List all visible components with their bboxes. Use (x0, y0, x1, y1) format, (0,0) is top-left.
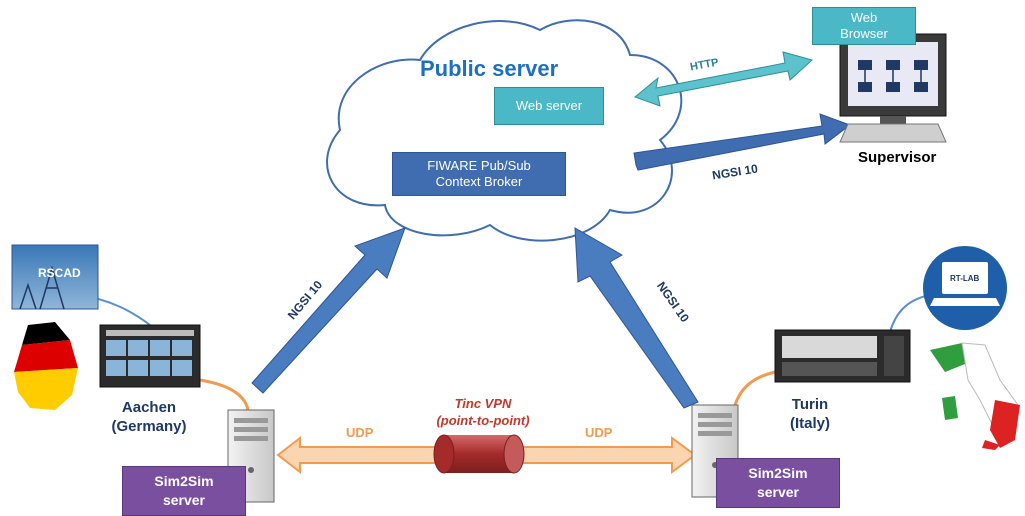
vpn-label-line2: (point-to-point) (436, 413, 530, 428)
italy-flag-map (930, 342, 1020, 450)
turin-label-line1: Turin (791, 396, 829, 413)
http-arrow (634, 51, 814, 107)
web-server-label: Web server (515, 98, 583, 113)
rtlab-laptop (923, 246, 1007, 330)
context-broker-line2: Context Broker (435, 174, 523, 189)
supervisor-computer (839, 33, 947, 143)
aachen-sim2sim-line1: Sim2Sim (154, 473, 214, 489)
ngsi-arrow-left (251, 227, 406, 394)
context-broker-line1: FIWARE Pub/Sub (427, 158, 531, 173)
aachen-label-line1: Aachen (121, 399, 177, 416)
turin-sim2sim-line2: server (756, 484, 800, 500)
germany-flag-map (14, 322, 78, 410)
udp-left-label: UDP (346, 425, 374, 440)
turin-sim2sim-line1: Sim2Sim (748, 465, 808, 481)
aachen-label: Aachen (Germany) (104, 398, 194, 436)
web-browser-box: Web Browser (812, 7, 916, 45)
rtlab-label: RT-LAB (950, 274, 980, 283)
turin-label-line2: (Italy) (789, 415, 830, 432)
turin-label: Turin (Italy) (770, 395, 850, 433)
opal-rt-rack (774, 329, 911, 383)
rtds-rack (99, 324, 201, 388)
web-browser-line2: Browser (840, 26, 888, 41)
supervisor-label: Supervisor (858, 149, 937, 166)
web-browser-line1: Web (850, 10, 878, 25)
udp-right-label: UDP (585, 425, 613, 440)
vpn-label-line1: Tinc VPN (454, 396, 512, 411)
turin-sim2sim-box: Sim2Sim server (716, 458, 840, 508)
web-server-box: Web server (494, 87, 604, 125)
ngsi-arrow-right (574, 227, 699, 409)
aachen-cable (199, 378, 250, 411)
aachen-sim2sim-line2: server (162, 492, 206, 508)
turin-cable (733, 370, 776, 406)
aachen-label-line2: (Germany) (111, 418, 187, 435)
public-server-title: Public server (420, 56, 559, 81)
rscad-image (11, 244, 99, 310)
rscad-label: RSCAD (38, 266, 81, 280)
vpn-tunnel (433, 434, 525, 474)
context-broker-box: FIWARE Pub/Sub Context Broker (392, 152, 566, 196)
aachen-sim2sim-box: Sim2Sim server (122, 466, 246, 516)
vpn-label: Tinc VPN (point-to-point) (408, 395, 558, 429)
public-server-cloud (326, 19, 683, 242)
rtlab-line (889, 294, 931, 333)
